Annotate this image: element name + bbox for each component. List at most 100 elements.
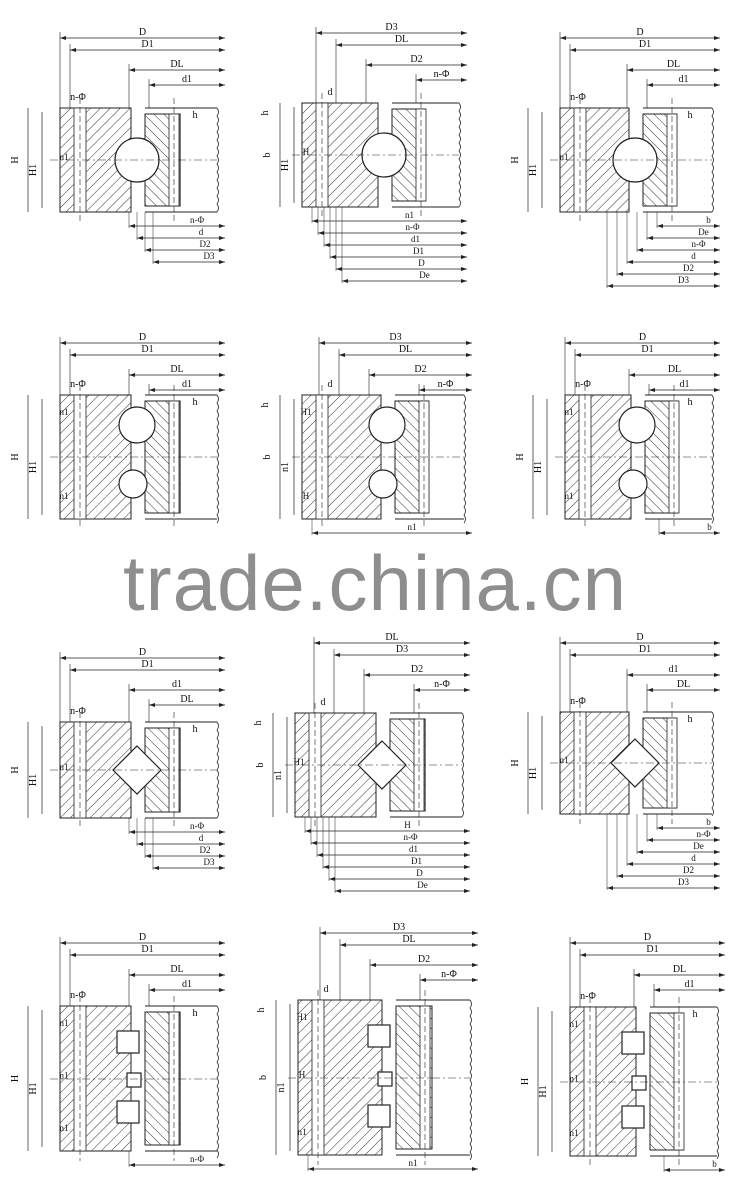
n1-label: H1: [294, 757, 305, 767]
hole-label: d: [321, 697, 326, 708]
dimension-label: h: [193, 724, 198, 735]
dimension-label: b: [262, 455, 273, 460]
dimension-label: b: [258, 1075, 269, 1080]
dimension-label: n1: [280, 462, 291, 472]
dimension-label: De: [419, 270, 430, 280]
dimension-label: n-Φ: [691, 239, 705, 249]
diagram-grid: DD1DLd1n-ΦhHH1n1n-ΦdD2D3D3DLD2n-ΦdhbH1Hn…: [10, 22, 725, 1172]
dimension-label: D1: [141, 39, 153, 50]
hole-label: n-Φ: [70, 706, 86, 717]
n1-label: n1: [60, 491, 69, 501]
dimension-label: n-Φ: [403, 832, 417, 842]
hole-label: d: [328, 379, 333, 390]
dimension-label: De: [693, 841, 704, 851]
hole-label: n-Φ: [570, 696, 586, 707]
dimension-label: D2: [418, 954, 430, 965]
dimension-label: n-Φ: [441, 969, 457, 980]
dimension-label: D3: [385, 22, 397, 33]
dimension-label: d: [199, 227, 204, 237]
dimension-label: D3: [678, 877, 689, 887]
dimension-label: DL: [673, 964, 686, 975]
dimension-label: D3: [204, 857, 215, 867]
dimension-label: n-Φ: [696, 829, 710, 839]
dimension-label: DL: [399, 344, 412, 355]
dimension-label: n-Φ: [190, 215, 204, 225]
hole-label: d: [328, 87, 333, 98]
dimension-label: DL: [170, 364, 183, 375]
dimension-label: D: [139, 932, 146, 943]
dimension-label: b: [706, 817, 711, 827]
hole-label: n-Φ: [70, 379, 86, 390]
n1-label: n1: [570, 1019, 579, 1029]
dimension-label: H: [10, 156, 21, 163]
ball-element: [368, 406, 406, 444]
dimension-label: d1: [679, 74, 689, 85]
dimension-label: n-Φ: [438, 379, 454, 390]
dimension-label: d1: [411, 234, 420, 244]
n1-label: n1: [570, 1128, 579, 1138]
dimension-label: d1: [669, 664, 679, 675]
dimension-label: d1: [182, 379, 192, 390]
dimension-label: d: [691, 853, 696, 863]
roller-element: [621, 1105, 645, 1129]
dimension-label: H1: [538, 1085, 549, 1097]
dimension-label: b: [706, 215, 711, 225]
dimension-label: d1: [182, 74, 192, 85]
dimension-label: H: [515, 453, 526, 460]
dimension-label: D1: [141, 659, 153, 670]
n1-label: n1: [60, 762, 69, 772]
dimension-label: h: [688, 714, 693, 725]
hole-label: n-Φ: [575, 379, 591, 390]
hole-label: n-Φ: [70, 92, 86, 103]
n1-label: H: [303, 491, 310, 501]
dimension-label: H: [510, 156, 521, 163]
dimension-label: h: [256, 1008, 267, 1013]
dimension-label: n-Φ: [434, 679, 450, 690]
ball-element: [618, 469, 648, 499]
n1-label: n1: [565, 407, 574, 417]
dimension-label: n1: [409, 1158, 418, 1168]
dimension-label: h: [688, 397, 693, 408]
dimension-label: D3: [389, 332, 401, 343]
dimension-label: d1: [680, 379, 690, 390]
dimension-label: D2: [414, 364, 426, 375]
dimension-label: DL: [402, 934, 415, 945]
ball-element: [118, 406, 156, 444]
dimension-label: D2: [200, 239, 211, 249]
n1-label: n1: [60, 1018, 69, 1028]
dimension-label: DL: [170, 59, 183, 70]
dimension-label: n-Φ: [405, 222, 419, 232]
dimension-label: b: [707, 522, 712, 532]
dimension-label: D: [139, 647, 146, 658]
dimension-label: H1: [28, 164, 39, 176]
dimension-label: n1: [405, 210, 414, 220]
dimension-label: DL: [180, 694, 193, 705]
dimension-label: D: [636, 632, 643, 643]
n1-label: H: [303, 147, 310, 157]
dimension-label: D1: [411, 856, 422, 866]
dimension-label: D: [636, 27, 643, 38]
dimension-label: H: [10, 453, 21, 460]
roller-element: [116, 1100, 140, 1124]
dimension-label: H: [404, 820, 411, 830]
dimension-label: h: [193, 1008, 198, 1019]
roller-element: [377, 1071, 393, 1087]
dimension-label: H1: [28, 1082, 39, 1094]
dimension-label: DL: [668, 364, 681, 375]
dimension-label: d1: [409, 844, 418, 854]
dimension-label: d1: [172, 679, 182, 690]
dimension-label: H1: [28, 461, 39, 473]
dimension-label: n1: [276, 1083, 287, 1093]
n1-label: n1: [60, 152, 69, 162]
dimension-label: D1: [141, 944, 153, 955]
dimension-label: D: [139, 332, 146, 343]
dimension-label: H1: [280, 159, 291, 171]
dimension-label: H: [520, 1078, 531, 1085]
n1-label: n1: [565, 491, 574, 501]
n1-label: n1: [60, 1123, 69, 1133]
dimension-label: b: [255, 763, 266, 768]
roller-element: [631, 1075, 647, 1091]
